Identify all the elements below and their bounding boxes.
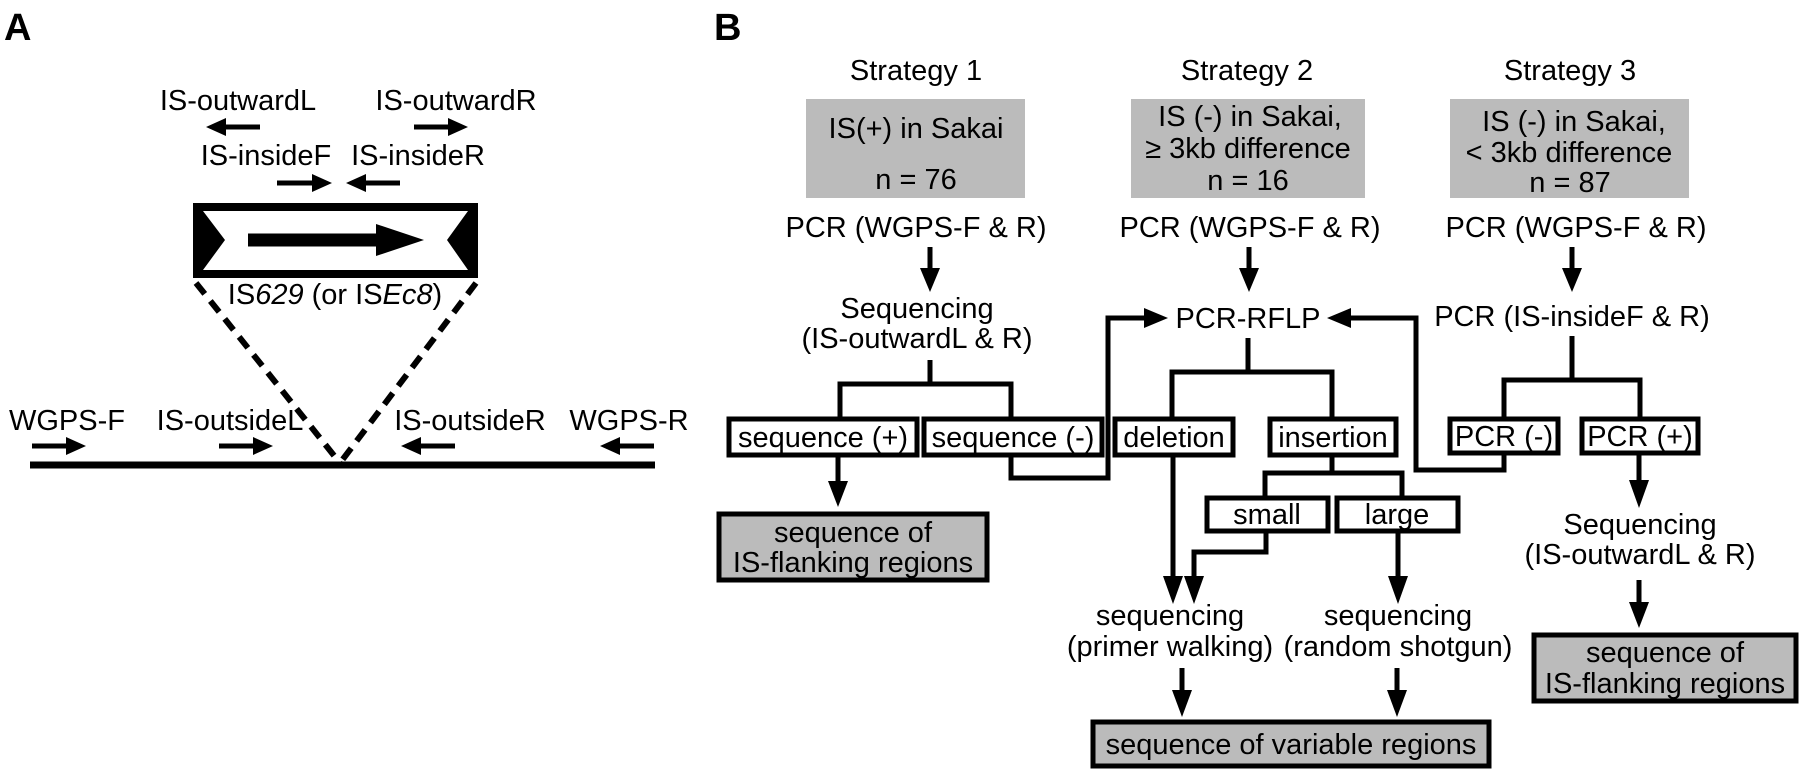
seq-primer-walking-line2: (primer walking): [1067, 631, 1273, 663]
strategy-2-count: n = 16: [1207, 165, 1288, 197]
box-pcr-positive: [1579, 416, 1701, 456]
box-large: [1334, 495, 1461, 534]
strategy-3-result-line1: sequence of: [1586, 637, 1745, 669]
label-is-outsidel: IS-outsideL: [157, 405, 304, 437]
label-pcr-negative: PCR (-): [1455, 421, 1553, 453]
strategy-3-condition: IS (-) in Sakai,: [1482, 106, 1666, 138]
seq-random-shotgun-line2: (random shotgun): [1284, 631, 1513, 663]
arrow-down-icon: [1172, 690, 1192, 717]
strategy-1: Strategy 1 IS(+) in Sakai n = 76 PCR (WG…: [716, 55, 1168, 583]
strategy-1-header-box: [806, 99, 1025, 198]
panel-label-a: A: [4, 7, 31, 49]
strategy-3-step-pcr: PCR (WGPS-F & R): [1446, 212, 1707, 244]
strategy-1-result-box: [716, 511, 990, 583]
strategy-3-result-line2: IS-flanking regions: [1545, 668, 1785, 700]
strategy-1-step-pcr: PCR (WGPS-F & R): [786, 212, 1047, 244]
arrow-down-icon: [1239, 247, 1259, 292]
strategy-2-result: sequence of variable regions: [1106, 729, 1477, 761]
box-sequence-positive: [726, 416, 920, 458]
arrow-left-icon: [346, 174, 400, 192]
insertion-dash-right: [337, 281, 479, 465]
is-element-label: IS629 (or ISEc8): [228, 279, 442, 311]
arrow-down-icon: [1387, 690, 1407, 717]
insertion-dash-left: [193, 281, 343, 465]
arrow-right-icon: [219, 437, 273, 455]
panel-label-b: B: [714, 7, 741, 49]
box-small: [1204, 495, 1331, 534]
strategy-3-difference: < 3kb difference: [1466, 137, 1673, 169]
strategy-3-count: n = 87: [1529, 167, 1610, 199]
strategy-3-sequencing-primers: (IS-outwardL & R): [1525, 539, 1756, 571]
arrow-down-icon: [1629, 602, 1649, 628]
strategy-3-title: Strategy 3: [1504, 55, 1636, 87]
arrow-left-icon: [206, 118, 260, 136]
strategy-1-result-line2: IS-flanking regions: [733, 547, 973, 579]
strategy-2-pcr-rflp: PCR-RFLP: [1175, 303, 1320, 335]
label-is-outsider: IS-outsideR: [394, 405, 546, 437]
arrow-right-icon: [32, 437, 86, 455]
label-pcr-positive: PCR (+): [1587, 421, 1693, 453]
label-is-insidef: IS-insideF: [201, 140, 332, 172]
label-is-outwardr: IS-outwardR: [375, 85, 536, 117]
strategy-1-sequencing-primers: (IS-outwardL & R): [802, 323, 1033, 355]
strategy-1-result-line1: sequence of: [774, 517, 933, 549]
arrow-down-icon: [1163, 576, 1183, 604]
box-insertion: [1267, 416, 1399, 458]
label-large: large: [1365, 499, 1430, 531]
arrow-left-icon: [401, 437, 455, 455]
strategy-2-title: Strategy 2: [1181, 55, 1313, 87]
label-deletion: deletion: [1123, 422, 1225, 454]
strategy-3-result-box: [1531, 632, 1799, 704]
strategy-1-condition: IS(+) in Sakai: [829, 113, 1004, 145]
arrow-left-icon: [600, 437, 654, 455]
strategy-2-difference: ≥ 3kb difference: [1145, 133, 1351, 165]
strategy-3-header-box: [1450, 99, 1689, 198]
arrow-down-icon: [828, 457, 848, 507]
strategy-2-step-pcr: PCR (WGPS-F & R): [1120, 212, 1381, 244]
arrow-left-icon: [1327, 308, 1351, 328]
label-sequence-negative: sequence (-): [932, 422, 1095, 454]
strategy-1-count: n = 76: [875, 164, 956, 196]
label-small: small: [1233, 499, 1301, 531]
strategy-3-sequencing: Sequencing: [1563, 509, 1716, 541]
strategy-3-pcr-inside: PCR (IS-insideF & R): [1434, 301, 1710, 333]
arrow-right-icon: [414, 118, 468, 136]
panel-a-diagram: IS-outwardL IS-outwardR IS-insideF IS-in…: [9, 85, 689, 469]
strategy-2: Strategy 2 IS (-) in Sakai, ≥ 3kb differ…: [1067, 55, 1513, 769]
arrow-right-icon: [376, 224, 424, 256]
arrow-down-icon: [920, 247, 940, 292]
label-is-outwardl: IS-outwardL: [160, 85, 316, 117]
box-deletion: [1112, 416, 1236, 458]
strategy-2-header-box: [1131, 99, 1365, 198]
is-element: [193, 203, 478, 278]
arrow-right-icon: [277, 174, 332, 192]
strategy-1-sequencing: Sequencing: [840, 293, 993, 325]
arrow-down-icon: [1629, 480, 1649, 508]
box-pcr-negative: [1447, 416, 1561, 456]
seq-random-shotgun-line1: sequencing: [1324, 600, 1472, 632]
label-insertion: insertion: [1278, 422, 1388, 454]
label-wgps-f: WGPS-F: [9, 405, 125, 437]
arrow-right-icon: [1144, 308, 1168, 328]
strategy-1-title: Strategy 1: [850, 55, 982, 87]
label-wgps-r: WGPS-R: [569, 405, 688, 437]
label-is-insider: IS-insideR: [351, 140, 485, 172]
strategy-2-condition: IS (-) in Sakai,: [1158, 101, 1342, 133]
label-sequence-positive: sequence (+): [738, 422, 908, 454]
arrow-down-icon: [1562, 247, 1582, 292]
arrow-down-icon: [1184, 576, 1204, 604]
arrow-down-icon: [1388, 576, 1408, 604]
strategy-3: Strategy 3 IS (-) in Sakai, < 3kb differ…: [1327, 55, 1799, 704]
seq-primer-walking-line1: sequencing: [1096, 600, 1244, 632]
strategy-2-result-box: [1090, 719, 1492, 769]
box-sequence-negative: [921, 416, 1105, 458]
